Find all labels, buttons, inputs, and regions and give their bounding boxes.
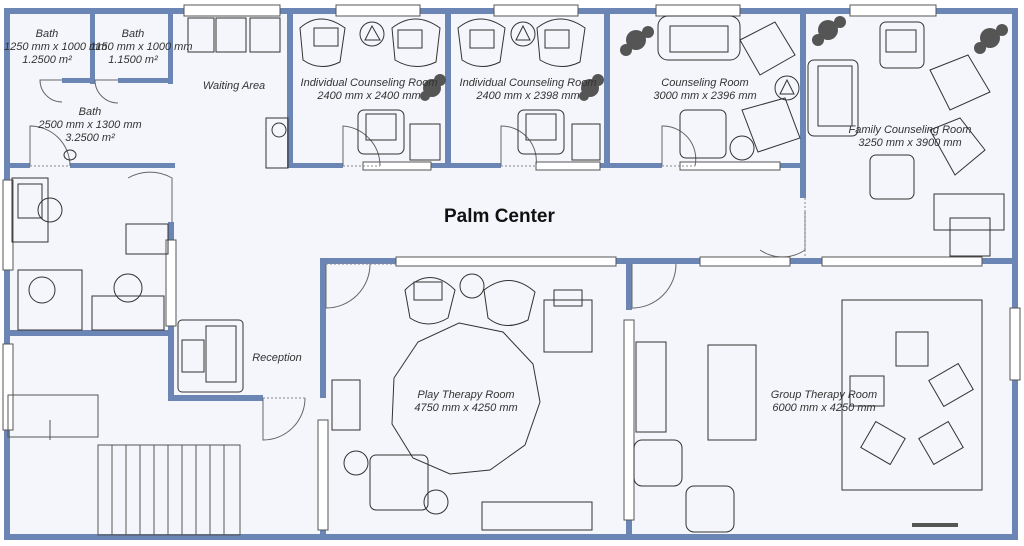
room-size: 4750 mm x 4250 mm [414, 402, 518, 414]
room-size: 3000 mm x 2396 mm [653, 90, 757, 102]
room-reception: Reception [244, 352, 310, 365]
room-name: Bath [35, 28, 59, 40]
room-size: 1250 mm x 1000 mm [4, 41, 108, 53]
room-play-therapy: Play Therapy Room 4750 mm x 4250 mm [404, 389, 528, 415]
room-name: Family Counseling Room [848, 124, 972, 136]
room-area: 3.2500 m² [65, 132, 115, 144]
plants [420, 16, 1008, 527]
room-name: Individual Counseling Room [300, 77, 438, 89]
room-waiting-area: Waiting Area [188, 80, 280, 93]
room-size: 1150 mm x 1000 mm [90, 41, 193, 53]
room-area: 1.1500 m² [108, 54, 158, 66]
room-size: 3250 mm x 3900 mm [858, 137, 962, 149]
room-counseling: Counseling Room 3000 mm x 2396 mm [630, 77, 780, 103]
room-name: Reception [252, 352, 302, 364]
doors [29, 79, 806, 441]
room-name: Group Therapy Room [770, 389, 878, 401]
room-group-therapy: Group Therapy Room 6000 mm x 4250 mm [756, 389, 892, 415]
room-size: 2400 mm x 2398 mm [476, 90, 580, 102]
room-area: 1.2500 m² [22, 54, 72, 66]
plan-title: Palm Center [444, 206, 555, 227]
furniture [11, 15, 1005, 533]
room-name: Waiting Area [202, 80, 266, 92]
room-bath-1: Bath 1250 mm x 1000 mm 1.2500 m² [4, 28, 108, 67]
room-name: Counseling Room [661, 77, 749, 89]
room-size: 6000 mm x 4250 mm [772, 402, 876, 414]
room-name: Individual Counseling Room [459, 77, 597, 89]
room-size: 2500 mm x 1300 mm [38, 119, 142, 131]
door-thresholds [30, 165, 806, 399]
room-name: Bath [78, 106, 102, 118]
room-name: Play Therapy Room [417, 389, 515, 401]
room-size: 2400 mm x 2400 mm [317, 90, 421, 102]
staircase [7, 394, 241, 536]
room-bath-2: Bath 1150 mm x 1000 mm 1.1500 m² [90, 28, 193, 67]
room-individual-counseling-1: Individual Counseling Room 2400 mm x 240… [296, 77, 442, 103]
room-family-counseling: Family Counseling Room 3250 mm x 3900 mm [840, 124, 980, 150]
room-bath-3: Bath 2500 mm x 1300 mm 3.2500 m² [20, 106, 160, 145]
room-name: Bath [121, 28, 145, 40]
room-individual-counseling-2: Individual Counseling Room 2400 mm x 239… [454, 77, 602, 103]
